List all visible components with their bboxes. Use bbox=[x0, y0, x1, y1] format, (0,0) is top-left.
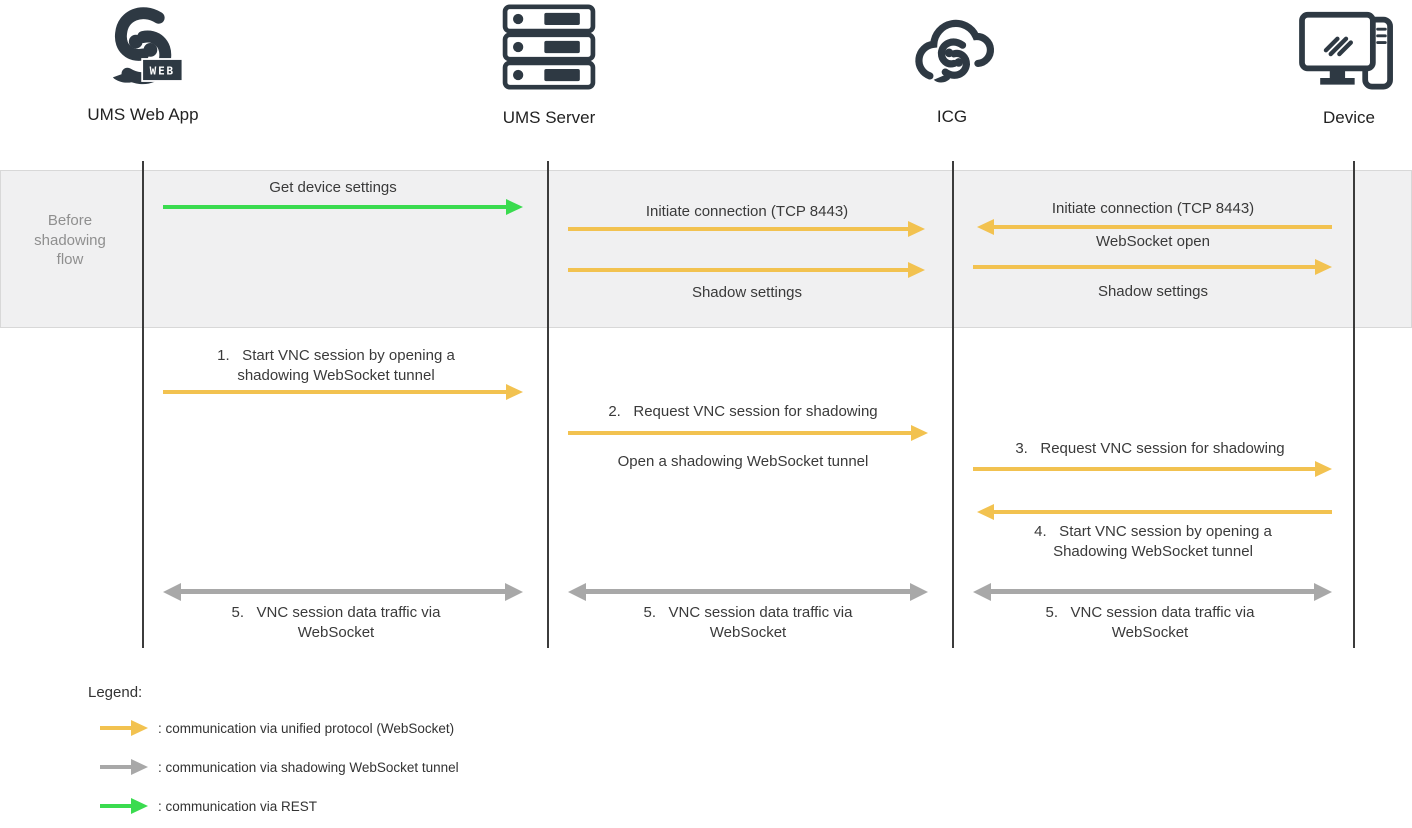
icg-cloud-icon bbox=[915, 19, 994, 83]
lifeline-icg bbox=[952, 161, 954, 648]
arrow-step4 bbox=[994, 510, 1332, 514]
arrow-step5-col1 bbox=[180, 589, 506, 594]
message-label-step1: 1. Start VNC session by opening a shadow… bbox=[217, 347, 455, 384]
legend-item-rest: : communication via REST bbox=[158, 799, 318, 814]
message-label-get-device-settings: Get device settings bbox=[269, 179, 397, 196]
message-label-step3: 3. Request VNC session for shadowing bbox=[1015, 440, 1285, 457]
message-label-step2: 2. Request VNC session for shadowing bbox=[608, 403, 878, 420]
arrow-step5-col2 bbox=[585, 589, 911, 594]
ums-web-app-icon: WEB bbox=[112, 7, 184, 85]
phase-band-before-shadowing bbox=[0, 170, 1412, 328]
actor-label-icg: ICG bbox=[936, 107, 968, 126]
arrow-step1 bbox=[163, 390, 506, 394]
actor-label-ums-web-app: UMS Web App bbox=[87, 105, 199, 124]
message-label-initiate-connection-device-icg: Initiate connection (TCP 8443) bbox=[1051, 200, 1255, 217]
arrow-shadow-settings-ums-icg bbox=[568, 268, 908, 272]
legend-item-shadow-tunnel: : communication via shadowing WebSocket … bbox=[158, 760, 459, 775]
lifeline-device bbox=[1353, 161, 1355, 648]
message-label-step4: 4. Start VNC session by opening a Shadow… bbox=[1034, 523, 1272, 560]
message-label-initiate-connection-ums-icg: Initiate connection (TCP 8443) bbox=[645, 203, 849, 220]
actor-label-device: Device bbox=[1323, 108, 1375, 127]
legend-title: Legend: bbox=[88, 684, 143, 701]
arrow-step2 bbox=[568, 431, 911, 435]
arrow-step3 bbox=[973, 467, 1315, 471]
message-label-step2-note: Open a shadowing WebSocket tunnel bbox=[617, 453, 869, 470]
message-label-step5-col2: 5. VNC session data traffic via WebSocke… bbox=[643, 604, 853, 641]
actor-label-ums-server: UMS Server bbox=[502, 108, 596, 127]
rest-arrow-icon bbox=[100, 804, 131, 808]
shadow-tunnel-arrow-icon bbox=[100, 765, 131, 769]
message-label-step5-col1: 5. VNC session data traffic via WebSocke… bbox=[231, 604, 441, 641]
message-label-websocket-open: WebSocket open bbox=[1096, 233, 1210, 250]
arrow-initiate-connection-ums-icg bbox=[568, 227, 908, 231]
lifeline-ums-web-app bbox=[142, 161, 144, 648]
legend-item-unified-protocol: : communication via unified protocol (We… bbox=[158, 721, 455, 736]
arrow-shadow-settings-icg-device bbox=[973, 265, 1315, 269]
arrow-get-device-settings bbox=[163, 205, 506, 209]
device-icon bbox=[1299, 11, 1393, 90]
lifeline-ums-server bbox=[547, 161, 549, 648]
arrow-step5-col3 bbox=[990, 589, 1315, 594]
message-label-shadow-settings-ums-icg: Shadow settings bbox=[691, 284, 803, 301]
unified-protocol-arrow-icon bbox=[100, 726, 131, 730]
arrow-initiate-connection-device-icg bbox=[994, 225, 1332, 229]
message-label-shadow-settings-icg-device: Shadow settings bbox=[1097, 283, 1209, 300]
phase-label: Before shadowing flow bbox=[34, 212, 106, 268]
web-badge-label: WEB bbox=[150, 65, 175, 78]
message-label-step5-col3: 5. VNC session data traffic via WebSocke… bbox=[1045, 604, 1255, 641]
ums-server-icon bbox=[502, 4, 596, 90]
